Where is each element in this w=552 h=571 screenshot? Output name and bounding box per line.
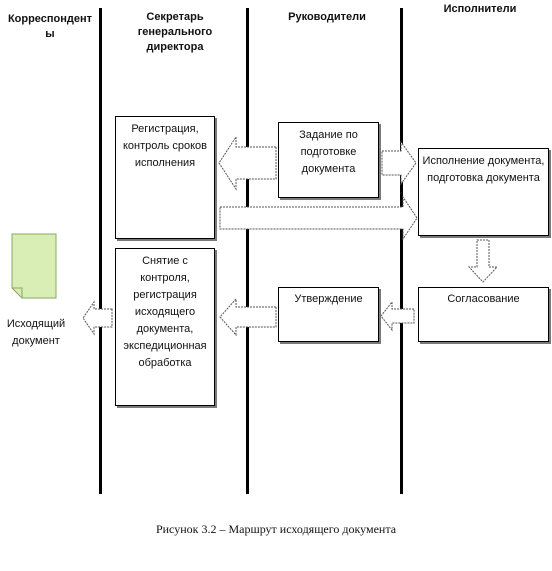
arrow-removal-to-document [82, 300, 113, 336]
lane-header-executors: Исполнители [443, 3, 517, 15]
lane-divider-3 [400, 8, 403, 494]
arrow-task-to-execution [381, 140, 417, 186]
lane-divider-1 [99, 8, 102, 494]
removal-box: Снятие с контроля, регистрация исходящег… [115, 248, 215, 406]
arrow-registration-to-execution [219, 195, 418, 241]
arrow-task-to-registration [218, 135, 277, 191]
lane-header-correspondents: Корреспондент ы [7, 13, 93, 40]
agreement-box: Согласование [418, 287, 549, 342]
approval-box: Утверждение [278, 287, 379, 342]
arrow-approval-to-removal [219, 297, 277, 337]
arrow-agreement-to-approval [380, 300, 415, 332]
arrow-execution-to-agreement [467, 239, 499, 283]
execution-box: Исполнение документа, подготовка докумен… [418, 148, 549, 236]
lane-header-managers: Руководители [288, 11, 366, 23]
outgoing-document-label: Исходящий документ [6, 318, 66, 347]
lane-divider-2 [246, 8, 249, 494]
figure-caption: Рисунок 3.2 – Маршрут исходящего докумен… [155, 522, 397, 536]
lane-header-secretary: Секретарь генерального директора [137, 11, 213, 53]
document-icon [11, 233, 57, 299]
task-box: Задание по подготовке документа [278, 122, 379, 198]
registration-box: Регистрация, контроль сроков исполнения [115, 116, 215, 239]
